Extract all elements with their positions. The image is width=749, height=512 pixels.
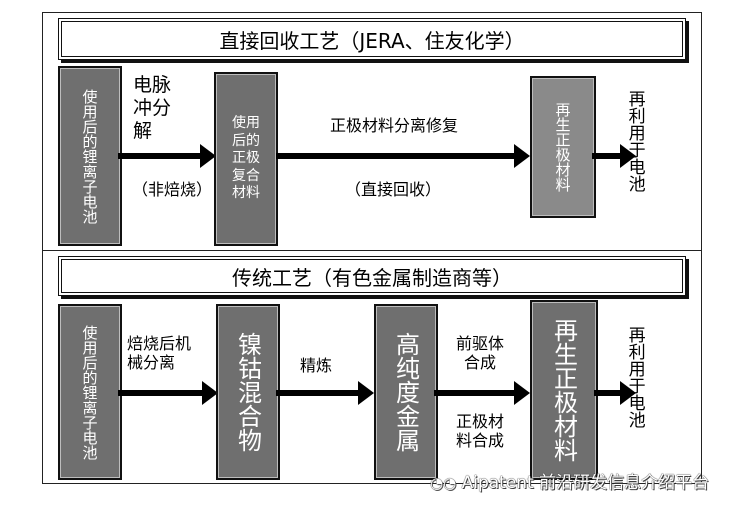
top-arrow-2 — [276, 144, 530, 168]
bottom-step3-bottom-label: 正极材 料合成 — [456, 412, 505, 451]
high-purity-metal-label: 高纯度金属 — [391, 332, 420, 452]
bottom-result-text: 再利用于电池 — [624, 326, 645, 428]
bottom-result-label: 再利用于电池 — [625, 326, 668, 428]
bottom-arrow-4 — [594, 381, 636, 405]
bottom-used-battery-box: 使用后的锂离子电池 — [58, 304, 122, 480]
bottom-step1-label: 焙烧后机 械分离 — [127, 334, 192, 373]
top-step2-label: 正极材料分离修复 — [330, 116, 459, 135]
top-used-battery-label: 使用后的锂离子电池 — [80, 88, 99, 224]
bottom-arrow-3 — [434, 381, 530, 405]
top-regenerated-cathode-box: 再生正极材料 — [530, 76, 596, 218]
wechat-icon: ◔◔ — [430, 474, 457, 492]
top-result-label: 再利用于电池 — [625, 90, 668, 192]
nickel-cobalt-mixture-box: 镍钴混合物 — [216, 304, 280, 480]
bottom-step3-top-label: 前驱体 合成 — [456, 334, 505, 373]
section-divider — [42, 250, 702, 251]
bottom-step2-label: 精炼 — [300, 356, 333, 375]
top-regenerated-cathode-label: 再生正极材料 — [553, 102, 572, 192]
bottom-regenerated-cathode-label: 再生正极材料 — [549, 318, 578, 462]
top-arrow-3 — [592, 144, 636, 168]
traditional-process-title: 传统工艺（有色金属制造商等） — [58, 256, 686, 296]
top-step1-note: （非焙烧） — [132, 180, 213, 199]
top-step2-note: （直接回收） — [345, 180, 442, 199]
high-purity-metal-box: 高纯度金属 — [374, 304, 438, 480]
bottom-arrow-1 — [118, 381, 218, 405]
watermark: ◔◔ Aipatent 前沿研发信息介绍平台 — [430, 468, 709, 493]
top-arrow-1 — [118, 144, 216, 168]
top-step1-label: 电脉 冲分 解 — [133, 74, 172, 142]
bottom-regenerated-cathode-box: 再生正极材料 — [530, 300, 598, 480]
bottom-arrow-2 — [276, 381, 374, 405]
diagram-frame — [42, 12, 702, 484]
traditional-process-title-text: 传统工艺（有色金属制造商等） — [232, 265, 512, 290]
direct-recycling-title-text: 直接回收工艺（JERA、住友化学） — [219, 28, 525, 53]
direct-recycling-title: 直接回收工艺（JERA、住友化学） — [58, 18, 686, 60]
bottom-used-battery-label: 使用后的锂离子电池 — [80, 324, 99, 460]
watermark-text: Aipatent 前沿研发信息介绍平台 — [461, 473, 710, 493]
top-cathode-composite-box: 使用 后的 正极 复合 材料 — [214, 72, 278, 246]
top-result-text: 再利用于电池 — [624, 90, 645, 192]
top-used-battery-box: 使用后的锂离子电池 — [58, 66, 122, 246]
top-cathode-composite-label: 使用 后的 正极 复合 材料 — [232, 115, 260, 202]
nickel-cobalt-mixture-label: 镍钴混合物 — [233, 332, 262, 452]
